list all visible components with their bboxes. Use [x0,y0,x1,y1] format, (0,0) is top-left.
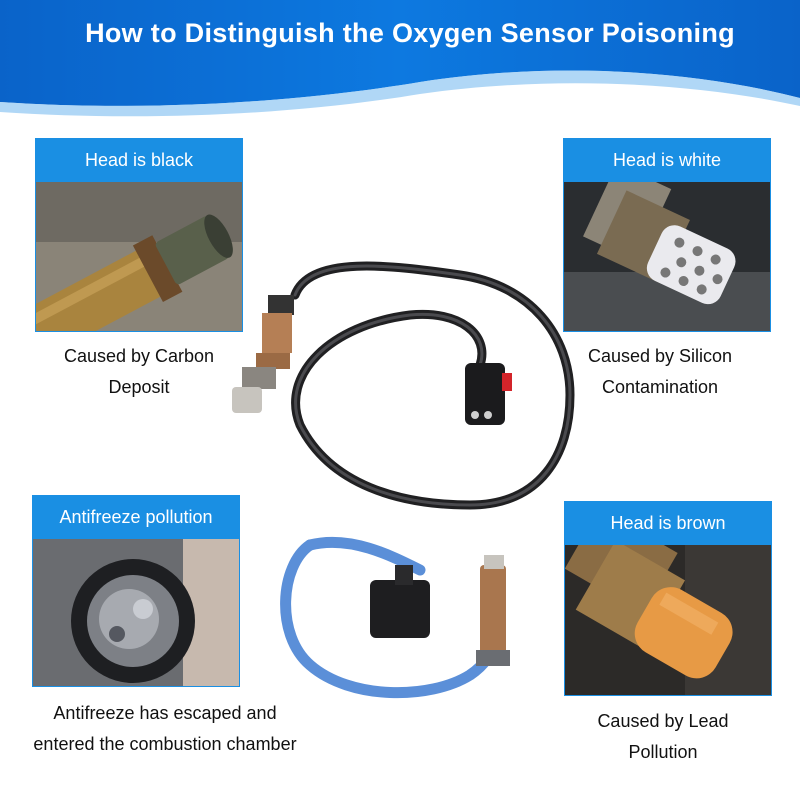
photo-brown-head [564,545,772,696]
card-antifreeze: Antifreeze pollution [32,495,240,687]
card-label: Antifreeze pollution [32,495,240,539]
caption-antifreeze: Antifreeze has escaped and entered the c… [33,703,297,754]
photo-antifreeze [32,539,240,687]
caption-head-brown: Caused by Lead Pollution [597,711,729,762]
caption-head-white: Caused by Silicon Contamination [587,346,733,397]
oxygen-sensor-blue-cable [270,525,540,705]
card-label: Head is brown [564,501,772,545]
page-title: How to Distinguish the Oxygen Sensor Poi… [85,18,735,48]
card-head-white: Head is white [563,138,771,332]
caption-head-black: Caused by Carbon Deposit [63,346,215,397]
card-head-black: Head is black [35,138,243,332]
photo-white-head [563,182,771,332]
photo-black-head [35,182,243,332]
card-label: Head is black [35,138,243,182]
oxygen-sensor-black-cable [220,255,580,525]
header-banner [0,0,800,130]
card-label: Head is white [563,138,771,182]
card-head-brown: Head is brown [564,501,772,696]
